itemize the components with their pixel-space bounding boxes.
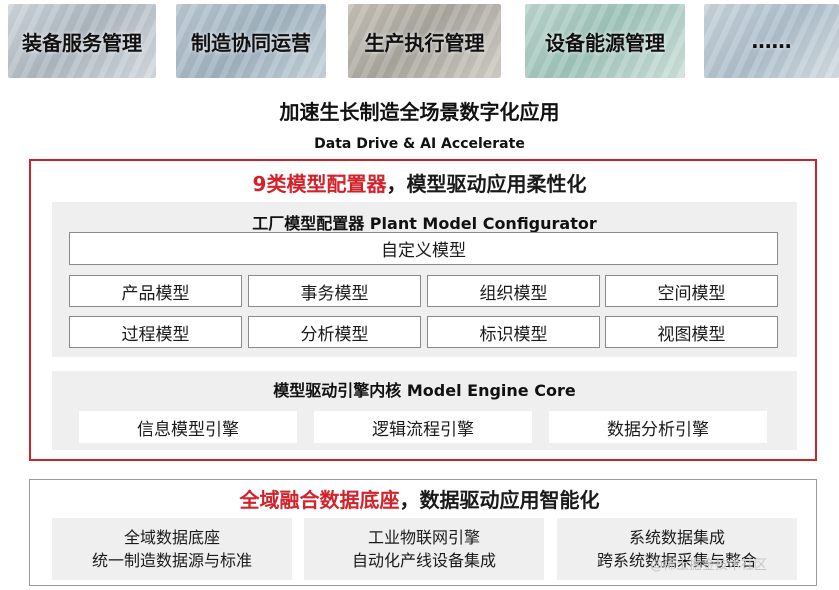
configurator-heading-rest: ，模型驱动应用柔性化 [386,172,587,196]
transaction-model-box: 事务模型 [248,275,421,307]
data-platform-heading-highlight: 全域融合数据底座 [239,488,400,512]
data-analysis-engine-box: 数据分析引擎 [549,411,767,443]
banner-tile-label: 制造协同运营 [191,30,311,55]
data-box-line1: 工业物联网引擎 [367,528,480,547]
space-model-box: 空间模型 [605,275,778,307]
organization-model-box: 组织模型 [427,275,600,307]
identifier-model-box: 标识模型 [427,316,600,348]
analysis-model-box: 分析模型 [248,316,421,348]
configurator-heading-highlight: 9类模型配置器 [252,172,387,196]
data-platform-box-iot: 工业物联网引擎 自动化产线设备集成 [304,518,544,580]
banner-tile-equipment-service: 装备服务管理 [8,4,156,78]
engine-core-title: 模型驱动引擎内核 Model Engine Core [273,381,576,400]
banner-tile-label: 生产执行管理 [364,30,485,55]
data-box-line1: 全域数据底座 [123,528,220,547]
logic-flow-engine-box: 逻辑流程引擎 [314,411,532,443]
banner-tile-more: …… [704,4,839,78]
custom-model-box: 自定义模型 [69,232,778,265]
data-box-line2: 跨系统数据采集与整合 [596,551,757,570]
configurator-frame [29,159,817,461]
data-box-line2: 自动化产线设备集成 [351,551,496,570]
banner-tile-label: 设备能源管理 [545,30,665,55]
model-engine-core-panel: 模型驱动引擎内核 Model Engine Core 信息模型引擎 逻辑流程引擎… [52,371,797,450]
banner-tile-production-execution: 生产执行管理 [348,4,501,78]
data-platform-heading: 全域融合数据底座，数据驱动应用智能化 [0,484,839,513]
plant-configurator-title: 工厂模型配置器 Plant Model Configurator [252,214,597,233]
data-platform-heading-rest: ，数据驱动应用智能化 [399,488,600,512]
data-platform-box-global: 全域数据底座 统一制造数据源与标准 [52,518,292,580]
info-model-engine-box: 信息模型引擎 [79,411,297,443]
main-title: 加速生长制造全场景数字化应用 [279,100,560,124]
process-model-box: 过程模型 [69,316,242,348]
product-model-box: 产品模型 [69,275,242,307]
data-box-line1: 系统数据集成 [628,528,725,547]
watermark: @稀土掘金技术社区 [650,558,768,573]
banner-tile-equipment-energy: 设备能源管理 [525,4,685,78]
banner-tile-label: 装备服务管理 [22,30,142,55]
data-platform-box-integration: 系统数据集成 跨系统数据采集与整合 [557,518,797,580]
banner-tile-manufacturing-collab: 制造协同运营 [176,4,326,78]
data-box-line2: 统一制造数据源与标准 [91,551,252,570]
banner-tile-label: …… [751,29,792,53]
main-subtitle: Data Drive & AI Accelerate [314,136,525,152]
data-platform-frame [29,479,817,586]
view-model-box: 视图模型 [605,316,778,348]
configurator-heading: 9类模型配置器，模型驱动应用柔性化 [0,168,839,197]
plant-model-configurator-panel: 工厂模型配置器 Plant Model Configurator 自定义模型 产… [52,202,797,357]
